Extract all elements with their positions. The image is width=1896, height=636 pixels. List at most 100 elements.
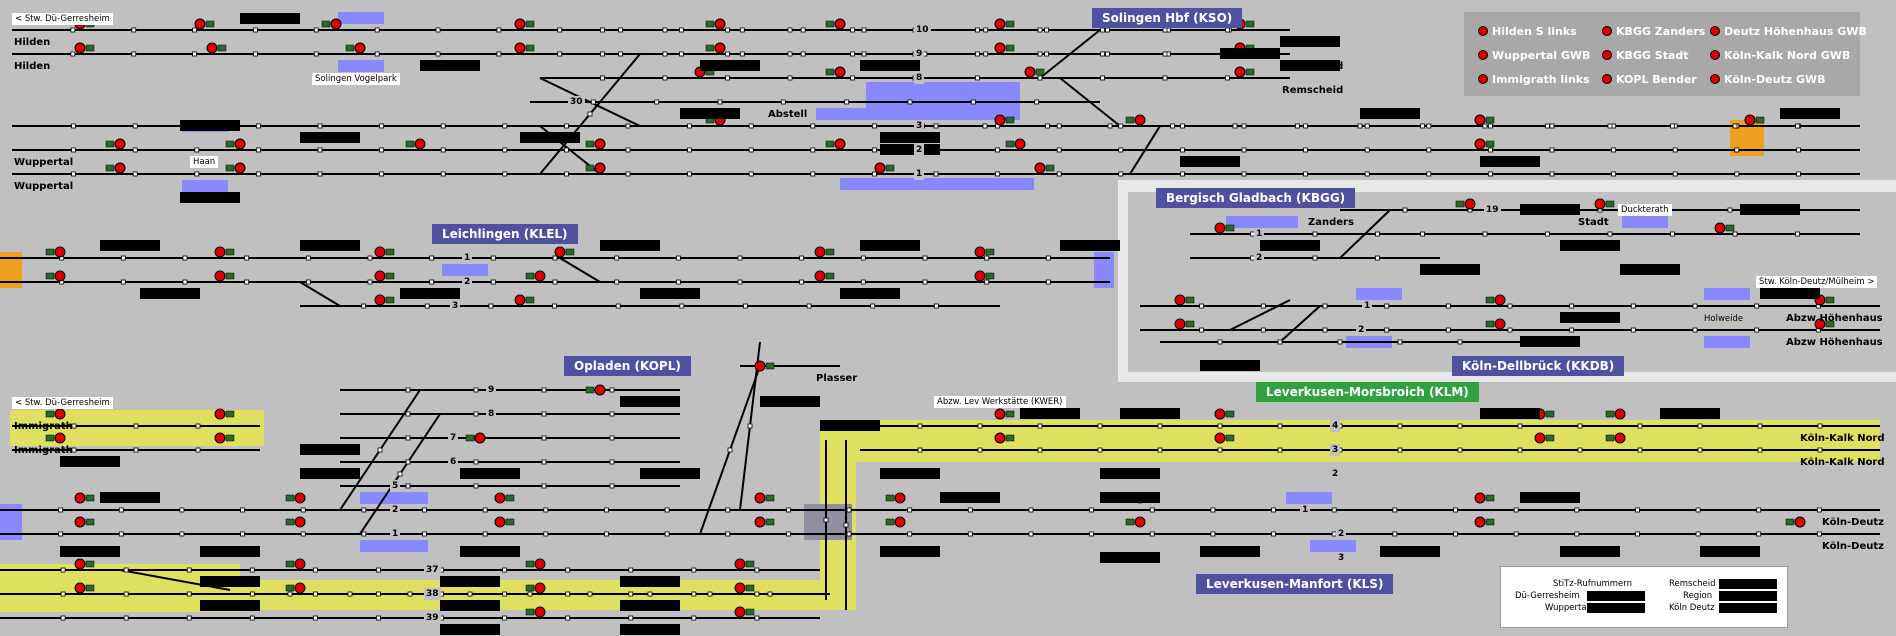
station-kopl[interactable]: Opladen (KOPL) bbox=[564, 356, 691, 376]
track-kls-2: 2 bbox=[1336, 528, 1347, 540]
legend-item[interactable]: Hilden S links bbox=[1478, 24, 1577, 38]
track-joint bbox=[379, 123, 385, 129]
display-remscheid[interactable] bbox=[1719, 579, 1777, 589]
label-stw-koeln[interactable]: Stw. Köln-Deutz/Mülheim > bbox=[1756, 276, 1878, 288]
train-number-display bbox=[840, 288, 900, 299]
track-joint bbox=[361, 531, 367, 537]
signal bbox=[45, 408, 66, 420]
track-joint bbox=[725, 75, 730, 81]
signal bbox=[1814, 318, 1835, 330]
track-joint bbox=[754, 591, 760, 597]
train-number-display bbox=[1740, 204, 1800, 215]
track-joint bbox=[1754, 327, 1760, 333]
label-plasser: Plasser bbox=[816, 373, 858, 384]
track-joint bbox=[1630, 303, 1636, 309]
track-joint bbox=[1727, 207, 1733, 213]
track-joint bbox=[255, 147, 261, 153]
track-joint bbox=[662, 51, 668, 57]
track-joint bbox=[628, 591, 634, 597]
track-joint bbox=[502, 171, 508, 177]
track-joint bbox=[541, 411, 547, 417]
signal bbox=[974, 246, 995, 258]
track-joint bbox=[1577, 423, 1583, 429]
track-joint bbox=[725, 531, 731, 537]
station-kkdb[interactable]: Köln-Dellbrück (KKDB) bbox=[1452, 356, 1625, 376]
track-joint bbox=[861, 51, 867, 57]
legend-item[interactable]: KBGG Zanders bbox=[1602, 24, 1705, 38]
train-number-display bbox=[140, 288, 200, 299]
signal bbox=[1594, 198, 1615, 210]
track-joint bbox=[799, 279, 805, 285]
station-klm[interactable]: Leverkusen-Morsbroich (KLM) bbox=[1256, 382, 1479, 402]
signal bbox=[214, 246, 235, 258]
station-kbgg[interactable]: Bergisch Gladbach (KBGG) bbox=[1156, 188, 1356, 208]
train-number-display bbox=[1760, 288, 1820, 299]
display-koeln-deutz[interactable] bbox=[1719, 603, 1777, 613]
station-kso[interactable]: Solingen Hbf (KSO) bbox=[1092, 8, 1243, 28]
track-joint bbox=[132, 171, 138, 177]
track-joint bbox=[600, 27, 605, 33]
track-joint bbox=[1672, 171, 1678, 177]
legend-item[interactable]: KOPL Bender bbox=[1602, 72, 1697, 86]
track-joint bbox=[1375, 255, 1380, 261]
train-number-display bbox=[440, 624, 500, 635]
track-joint bbox=[933, 303, 939, 309]
train-number-display bbox=[200, 546, 260, 557]
track-joint bbox=[1697, 447, 1703, 453]
signal bbox=[374, 246, 395, 258]
train-number-display bbox=[1200, 546, 1260, 557]
label-stadt: Stadt bbox=[1578, 217, 1609, 228]
legend-item[interactable]: KBGG Stadt bbox=[1602, 48, 1689, 62]
train-number-display bbox=[1520, 204, 1580, 215]
track-joint bbox=[473, 459, 479, 465]
track-kopl-8: 8 bbox=[486, 408, 497, 420]
train-number-display bbox=[680, 108, 740, 119]
track-joint bbox=[970, 99, 976, 105]
track-joint bbox=[1795, 123, 1800, 129]
legend-item[interactable]: Immigrath links bbox=[1478, 72, 1590, 86]
track-joint bbox=[58, 507, 64, 513]
track-joint bbox=[490, 279, 496, 285]
track-joint bbox=[1157, 447, 1163, 453]
signal bbox=[514, 294, 535, 306]
legend-item[interactable]: Köln-Deutz GWB bbox=[1710, 72, 1826, 86]
legend-item[interactable]: Deutz Höhenhaus GWB bbox=[1710, 24, 1867, 38]
track-kopl-9: 9 bbox=[486, 384, 497, 396]
signal bbox=[814, 246, 835, 258]
track-joint bbox=[186, 615, 192, 621]
track-joint bbox=[1225, 75, 1230, 81]
track-joint bbox=[977, 423, 983, 429]
track-joint bbox=[1457, 423, 1463, 429]
legend-item[interactable]: Köln-Kalk Nord GWB bbox=[1710, 48, 1850, 62]
station-kls[interactable]: Leverkusen-Manfort (KLS) bbox=[1196, 574, 1394, 594]
track-joint bbox=[347, 591, 353, 597]
train-number-display bbox=[620, 600, 680, 611]
legend-item[interactable]: Wuppertal GWB bbox=[1478, 48, 1590, 62]
label-stw-dg-top[interactable]: < Stw. Dü-Gerresheim bbox=[12, 13, 113, 25]
track-joint bbox=[541, 459, 547, 465]
track-joint bbox=[1149, 507, 1155, 513]
track-joint bbox=[123, 591, 129, 597]
track-joint bbox=[361, 303, 367, 309]
track-joint bbox=[780, 99, 786, 105]
track-joint bbox=[376, 567, 381, 573]
track-joint bbox=[787, 27, 793, 33]
track-joint bbox=[1695, 531, 1701, 537]
track-joint bbox=[312, 615, 318, 621]
label-stw-dg-bottom[interactable]: < Stw. Dü-Gerresheim bbox=[12, 397, 113, 409]
display-region[interactable] bbox=[1719, 591, 1777, 601]
track-joint bbox=[1180, 147, 1185, 153]
track-joint bbox=[1426, 171, 1432, 177]
track-joint bbox=[618, 27, 623, 33]
train-number-display bbox=[440, 600, 500, 611]
train-number-display bbox=[620, 396, 680, 407]
label-koeln-kalk-2: Köln-Kalk Nord bbox=[1800, 457, 1885, 468]
track-joint bbox=[440, 123, 446, 129]
track-joint bbox=[1445, 303, 1451, 309]
display-wuppertal[interactable] bbox=[1587, 603, 1645, 613]
track-joint bbox=[133, 423, 139, 429]
station-klel[interactable]: Leichlingen (KLEL) bbox=[432, 224, 578, 244]
track-joint bbox=[691, 567, 697, 573]
train-number-display bbox=[1560, 546, 1620, 557]
display-dg[interactable] bbox=[1587, 591, 1645, 601]
